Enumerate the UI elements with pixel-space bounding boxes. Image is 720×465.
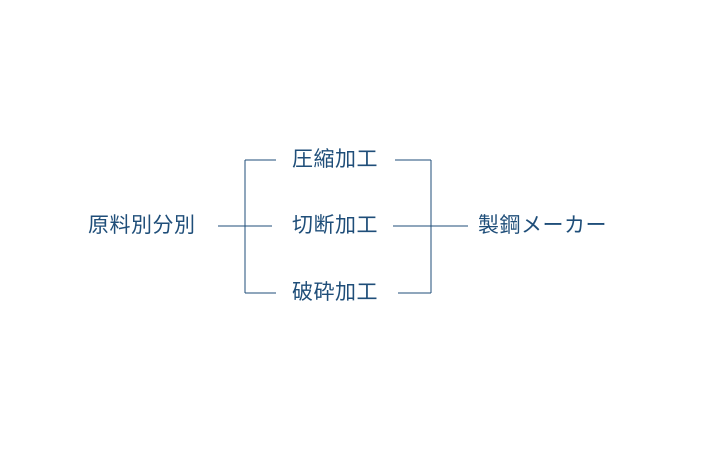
process-node-crushing: 破砕加工 — [292, 280, 378, 304]
target-node-label: 製鋼メーカー — [478, 213, 607, 237]
process-node-compression: 圧縮加工 — [292, 147, 378, 171]
process-node-cutting: 切断加工 — [292, 213, 378, 237]
source-node-label: 原料別分別 — [88, 213, 196, 237]
